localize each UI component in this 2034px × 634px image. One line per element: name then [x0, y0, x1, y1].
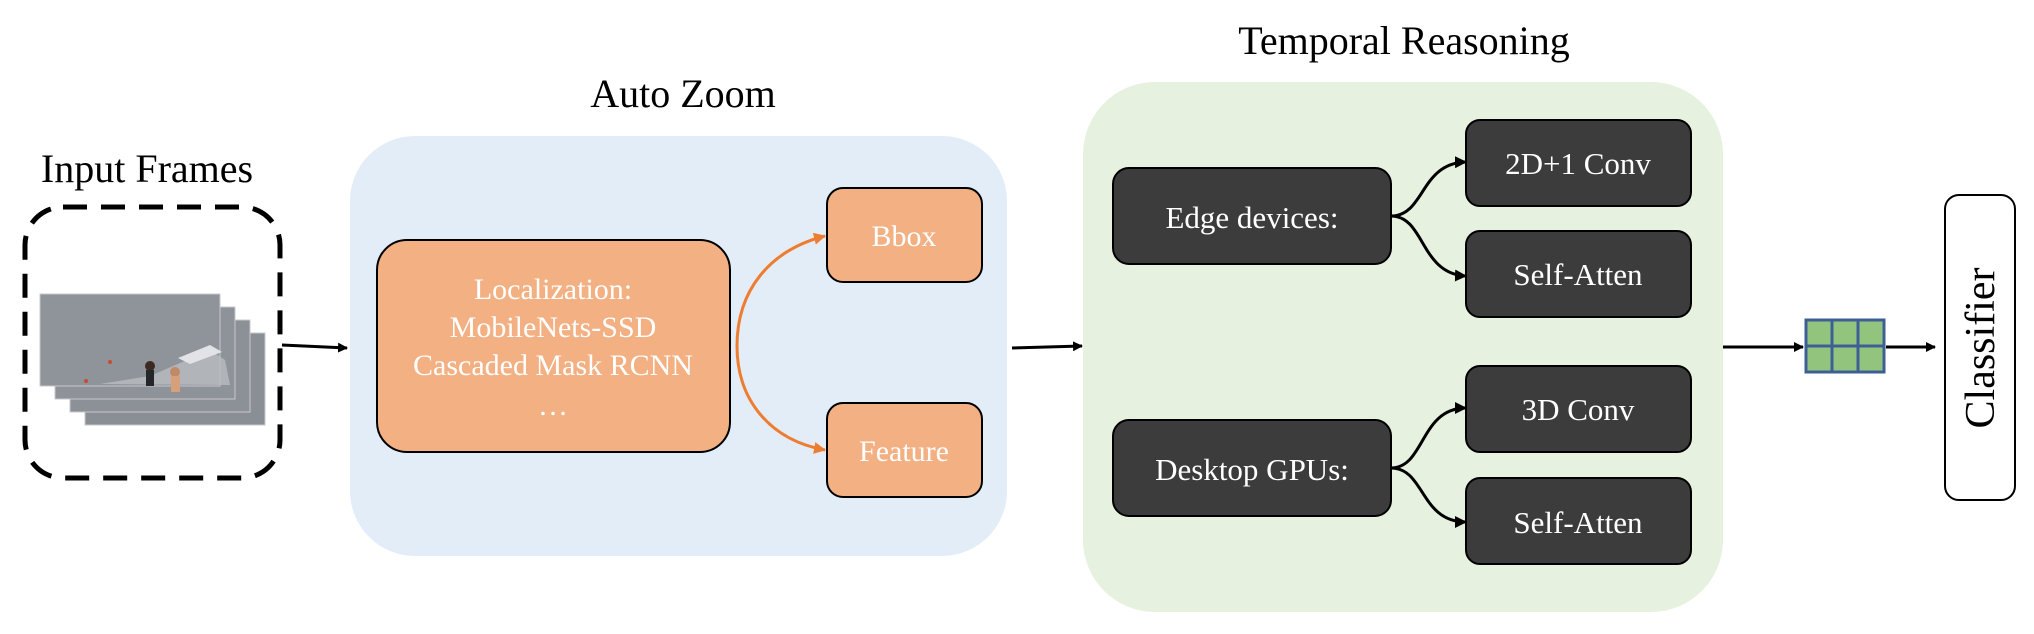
edge-devices-label: Edge devices:	[1165, 200, 1338, 235]
self-atten-desktop-label: Self-Atten	[1513, 505, 1643, 540]
input-frames-label: Input Frames	[41, 146, 253, 191]
bbox-box	[826, 187, 983, 283]
feature-label: Feature	[859, 435, 949, 468]
desktop-gpus-label: Desktop GPUs:	[1155, 452, 1349, 487]
temporal-reasoning-title: Temporal Reasoning	[1238, 18, 1570, 63]
arrow-edge-to-selfatten	[1390, 214, 1467, 282]
classifier-label: Classifier	[1958, 268, 2004, 429]
localization-line-3: Cascaded Mask RCNN	[413, 349, 693, 382]
arrow-autozoom-to-temporal	[1011, 341, 1083, 352]
3d-conv-label: 3D Conv	[1522, 392, 1635, 427]
localization-line-4: …	[538, 389, 568, 422]
video-frame-4	[39, 293, 230, 392]
2d1-conv-label: 2D+1 Conv	[1505, 146, 1651, 181]
self-atten-desktop-box	[1465, 477, 1692, 565]
localization-box	[376, 239, 731, 453]
arrow-input-to-autozoom	[281, 342, 348, 353]
feature-vector-grid	[1804, 318, 1886, 374]
self-atten-edge-box	[1465, 230, 1692, 318]
arrow-edge-to-2d1conv	[1390, 156, 1467, 218]
classifier-box	[1944, 194, 2016, 501]
self-atten-edge-label: Self-Atten	[1513, 257, 1643, 292]
bbox-label: Bbox	[871, 220, 936, 253]
localization-line-1: Localization:	[474, 273, 632, 306]
arrow-desktop-to-selfatten	[1390, 466, 1467, 528]
arrow-desktop-to-3dconv	[1390, 402, 1467, 470]
input-frame-stack	[39, 293, 266, 426]
localization-line-2: MobileNets-SSD	[450, 311, 657, 344]
3d-conv-box	[1465, 365, 1692, 453]
arrow-localization-to-bbox	[735, 232, 826, 347]
auto-zoom-title: Auto Zoom	[590, 71, 776, 116]
2d1-conv-box	[1465, 119, 1692, 207]
feature-box	[826, 402, 983, 498]
input-frames-dashed-border	[22, 204, 283, 481]
arrow-localization-to-feature	[735, 345, 826, 454]
